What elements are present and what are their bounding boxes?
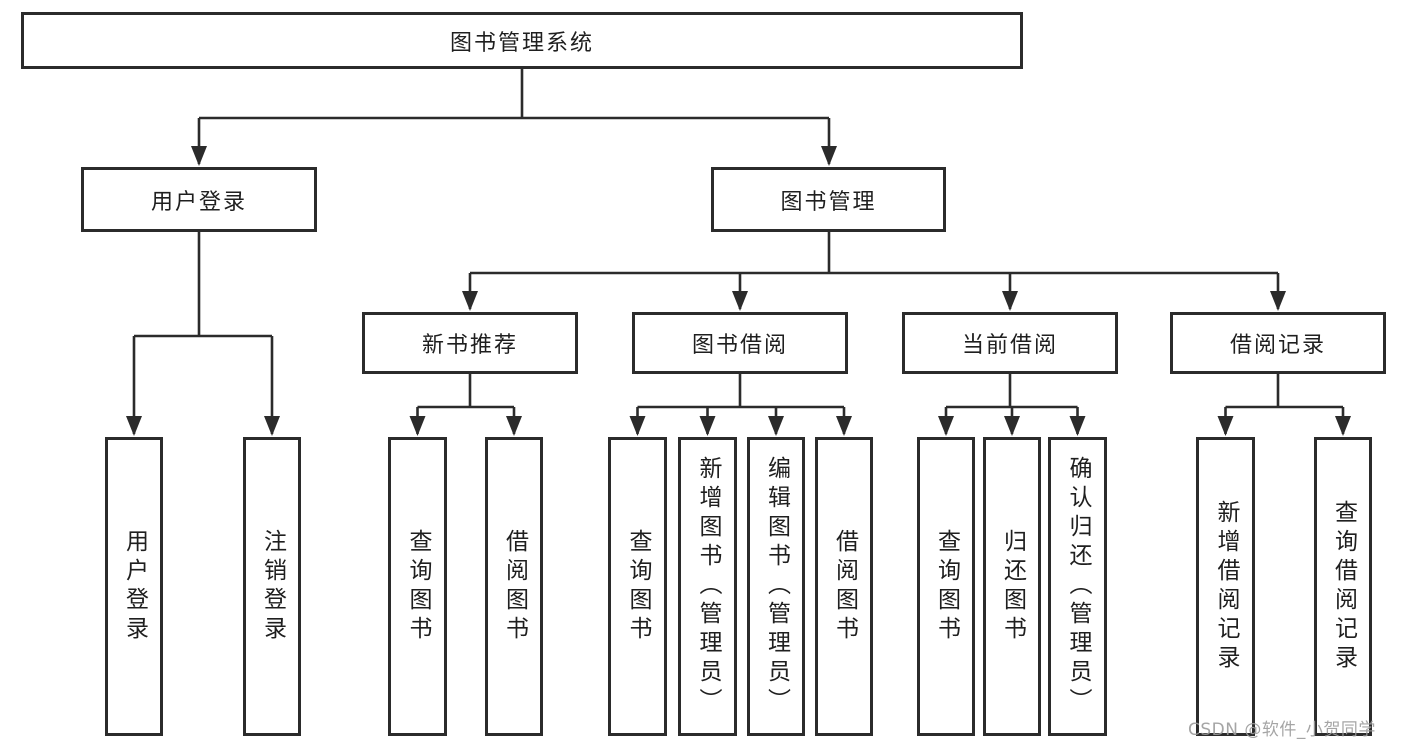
node-new-book-recommend: 新书推荐 [362, 312, 578, 374]
leaf-label: 查询图书 [625, 528, 651, 645]
leaf-query-books-current: 查询图书 [917, 437, 975, 736]
leaf-confirm-return-admin: 确认归还（管理员） [1048, 437, 1107, 736]
node-library-management-system: 图书管理系统 [21, 12, 1023, 69]
node-book-management: 图书管理 [711, 167, 946, 232]
connector-borrow-records-to-leaves [1217, 374, 1351, 436]
connector-current-borrow-to-leaves [938, 374, 1086, 436]
leaf-label: 查询借阅记录 [1330, 499, 1357, 674]
node-label: 当前借阅 [961, 333, 1058, 358]
leaf-borrow-books: 借阅图书 [815, 437, 873, 736]
leaf-label: 新增图书（管理员） [695, 456, 721, 717]
connector-new-book-recommend-to-leaves [409, 374, 522, 436]
node-label: 借阅记录 [1229, 333, 1326, 358]
leaf-label: 用户登录 [121, 528, 148, 645]
node-label: 图书管理 [780, 189, 877, 215]
leaf-user-login: 用户登录 [105, 437, 163, 736]
connector-book-borrow-to-leaves [629, 374, 852, 436]
leaf-label: 借阅图书 [831, 528, 858, 645]
leaf-query-books-borrow: 查询图书 [608, 437, 667, 736]
leaf-label: 新增借阅记录 [1213, 499, 1239, 674]
node-label: 图书借阅 [691, 333, 788, 358]
leaf-label: 借阅图书 [501, 528, 528, 645]
leaf-label: 归还图书 [999, 528, 1026, 645]
leaf-edit-books-admin: 编辑图书（管理员） [747, 437, 805, 736]
node-borrow-records: 借阅记录 [1170, 312, 1386, 374]
leaf-return-books: 归还图书 [983, 437, 1041, 736]
leaf-label: 查询图书 [405, 528, 431, 645]
connector-book-management-to-level3 [462, 232, 1286, 311]
leaf-logout: 注销登录 [243, 437, 301, 736]
node-book-borrow: 图书借阅 [632, 312, 848, 374]
leaf-add-borrow-record: 新增借阅记录 [1196, 437, 1255, 736]
node-label: 图书管理系统 [449, 30, 594, 56]
connector-user-login-to-leaves [126, 232, 280, 436]
csdn-watermark: CSDN @软件_小贺同学 [1188, 720, 1376, 740]
leaf-add-books-admin: 新增图书（管理员） [678, 437, 737, 736]
leaf-query-books-recommend: 查询图书 [388, 437, 447, 736]
leaf-label: 注销登录 [259, 528, 286, 645]
leaf-label: 编辑图书（管理员） [763, 456, 790, 717]
leaf-label: 查询图书 [933, 528, 960, 645]
leaf-query-borrow-record: 查询借阅记录 [1314, 437, 1372, 736]
leaf-borrow-books-recommend: 借阅图书 [485, 437, 543, 736]
node-user-login: 用户登录 [81, 167, 317, 232]
leaf-label: 确认归还（管理员） [1065, 456, 1091, 717]
node-label: 用户登录 [150, 189, 247, 215]
node-label: 新书推荐 [421, 333, 518, 358]
node-current-borrow: 当前借阅 [902, 312, 1118, 374]
connector-root-to-level2 [191, 69, 837, 166]
